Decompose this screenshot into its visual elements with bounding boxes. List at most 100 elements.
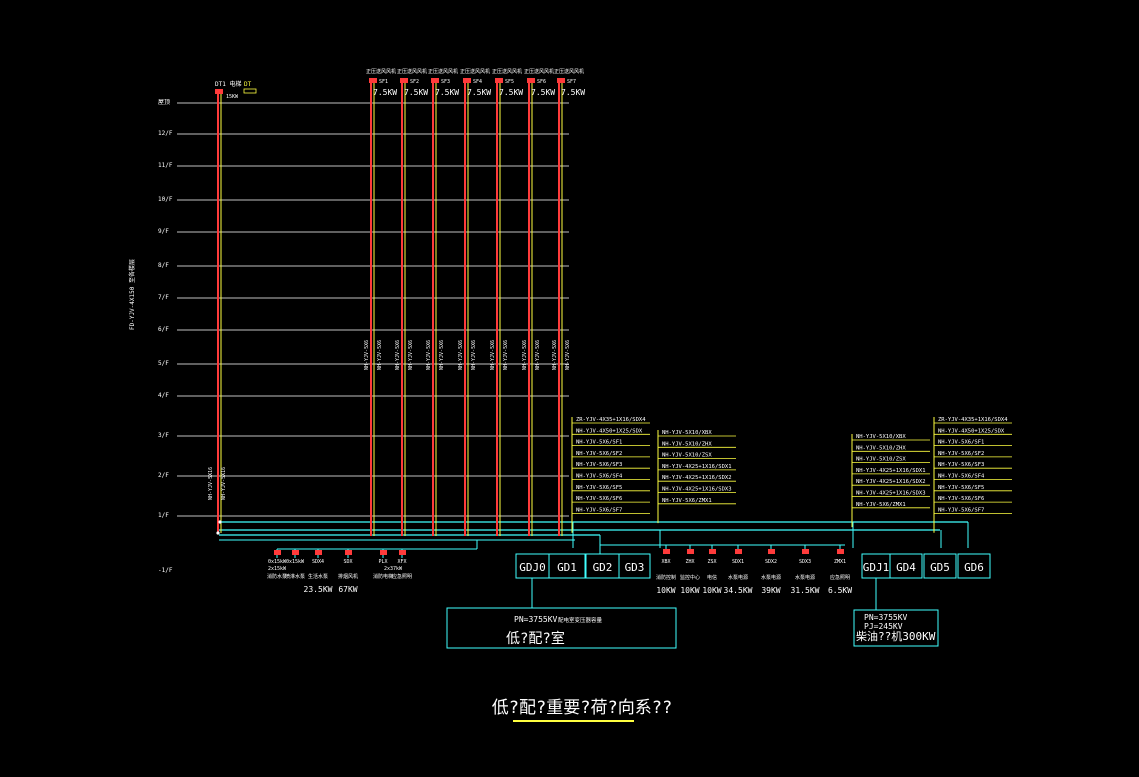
cable-group-3-text: NH-YJV-4X25+1X16/SDX1 <box>856 468 926 474</box>
cable-group-1-text: NH-YJV-5X6/SF7 <box>576 507 622 513</box>
right-load-power: 31.5KW <box>791 586 820 595</box>
fan-cable-label: NH-YJV-5X6 <box>552 340 558 370</box>
right-load-box <box>663 549 670 554</box>
fan-label: 正压送风风机 <box>492 68 522 75</box>
right-load-label: 电信 <box>707 574 717 581</box>
left-load-sub: 2x15kW <box>268 566 287 572</box>
cable-group-4-text: NH-YJV-5X6/SF5 <box>938 485 984 491</box>
fan-label: 正压送风风机 <box>460 68 490 75</box>
floor-label: 12/F <box>158 130 173 137</box>
panel-label: GD1 <box>557 561 577 574</box>
right-load-label: 水泵电源 <box>728 574 748 581</box>
floor-label: 9/F <box>158 228 169 235</box>
cable-group-1-text: ZR-YJV-4X35+1X16/SDX4 <box>576 417 646 423</box>
floor-label: 7/F <box>158 294 169 301</box>
floor-label: -1/F <box>158 567 173 574</box>
main-riser-cable: NH-YJV-5X16 <box>221 467 227 500</box>
right-load-label: 水泵电源 <box>761 574 781 581</box>
right-load-label: 水泵电源 <box>795 574 815 581</box>
left-load-box <box>380 550 387 555</box>
right-load-code: SDX2 <box>765 559 777 565</box>
right-load-code: SDX3 <box>799 559 811 565</box>
substation-pn: PN=3755KV <box>514 615 558 624</box>
panel-label: GD6 <box>964 561 984 574</box>
right-load-code: XBX <box>661 559 670 565</box>
floor-label: 10/F <box>158 196 173 203</box>
right-load-box <box>735 549 742 554</box>
right-load-box <box>768 549 775 554</box>
fan-cable-label: NH-YJV-5X6 <box>439 340 445 370</box>
cable-group-4-text: NH-YJV-4X50+1X25/SDX <box>938 428 1005 434</box>
main-riser-box-label: DT <box>244 81 252 88</box>
right-load-label: 应急照明 <box>830 574 850 581</box>
floor-label: 5/F <box>158 360 169 367</box>
cable-group-4-text: NH-YJV-5X6/SF2 <box>938 451 984 457</box>
left-load-power: 67KW <box>338 585 357 594</box>
fan-box <box>400 78 408 83</box>
right-load-code: ZSX <box>707 559 716 565</box>
panel-label: GD2 <box>593 561 613 574</box>
fan-power: 7.5KW <box>467 88 491 97</box>
fan-code: SF1 <box>379 79 388 85</box>
fan-cable-label: NH-YJV-5X6 <box>364 340 370 370</box>
cable-group-4-text: NH-YJV-5X6/SF1 <box>938 440 984 446</box>
fan-label: 正压送风风机 <box>397 68 427 75</box>
panel-label: GDJ1 <box>863 561 890 574</box>
left-load-label: 消防水泵 <box>267 573 287 580</box>
cable-group-2-text: NH-YJV-5X10/ZHX <box>662 441 712 447</box>
fan-cable-label: NH-YJV-5X6 <box>377 340 383 370</box>
right-load-label: 监控中心 <box>680 574 700 581</box>
left-load-code: PLX <box>378 559 387 565</box>
fan-cable-label: NH-YJV-5X6 <box>395 340 401 370</box>
panel-box <box>923 553 957 579</box>
left-load-code: XFX <box>397 559 406 565</box>
cable-group-2-text: NH-YJV-4X25+1X16/SDX3 <box>662 487 732 493</box>
fan-code: SF2 <box>410 79 419 85</box>
floor-label: 屋顶 <box>158 99 170 106</box>
floor-label: 2/F <box>158 472 169 479</box>
left-load-power: 23.5KW <box>304 585 333 594</box>
fan-cable-label: NH-YJV-5X6 <box>490 340 496 370</box>
left-load-box <box>292 550 299 555</box>
cable-group-3-text: NH-YJV-5X6/ZMX1 <box>856 502 906 508</box>
cable-group-1-text: NH-YJV-5X6/SF1 <box>576 440 622 446</box>
cable-group-3-text: NH-YJV-4X25+1X16/SDX3 <box>856 491 926 497</box>
floor-label: 8/F <box>158 262 169 269</box>
junction-dot <box>216 531 220 535</box>
fan-cable-label: NH-YJV-5X6 <box>471 340 477 370</box>
cable-group-2-text: NH-YJV-5X10/XBX <box>662 430 712 436</box>
drawing-labels: 屋顶12/F11/F10/F9/F8/F7/F6/F5/F4/F3/F2/F1/… <box>158 68 1012 574</box>
cable-group-1-text: NH-YJV-4X50+1X25/SDX <box>576 428 643 434</box>
panel-box <box>957 553 991 579</box>
right-load-power: 39KW <box>761 586 780 595</box>
right-load-power: 10KW <box>656 586 675 595</box>
left-load-box <box>315 550 322 555</box>
fan-cable-label: NH-YJV-5X6 <box>458 340 464 370</box>
cable-group-1-text: NH-YJV-5X6/SF6 <box>576 496 622 502</box>
left-load-label: 生活水泵 <box>308 573 328 580</box>
fan-box <box>369 78 377 83</box>
right-load-label: 消防控制 <box>656 574 676 581</box>
main-riser-box-symbol <box>243 88 257 94</box>
fan-cable-label: NH-YJV-5X6 <box>535 340 541 370</box>
fan-cable-label: NH-YJV-5X6 <box>565 340 571 370</box>
floor-label: 6/F <box>158 326 169 333</box>
cable-group-2-text: NH-YJV-4X25+1X16/SDX2 <box>662 475 732 481</box>
cable-group-1-text: NH-YJV-5X6/SF5 <box>576 485 622 491</box>
right-load-box <box>837 549 844 554</box>
panel-label: GD4 <box>896 561 916 574</box>
fan-power: 7.5KW <box>373 88 397 97</box>
cable-group-4-text: NH-YJV-5X6/SF3 <box>938 462 984 468</box>
substation-note: 配电室变压器容量 <box>558 616 603 624</box>
right-load-box <box>802 549 809 554</box>
fan-cable-label: NH-YJV-5X6 <box>426 340 432 370</box>
main-riser-label: DT1 电梯 <box>215 80 241 88</box>
fan-label: 正压送风风机 <box>428 68 458 75</box>
fan-cable-label: NH-YJV-5X6 <box>503 340 509 370</box>
junction-dot <box>218 520 222 524</box>
cable-group-3-text: NH-YJV-4X25+1X16/SDX2 <box>856 479 926 485</box>
drawing-title: 低?配?重要?荷?向系?? <box>492 698 672 718</box>
fan-cable-label: NH-YJV-5X6 <box>408 340 414 370</box>
left-load-box <box>345 550 352 555</box>
left-load-box <box>399 550 406 555</box>
